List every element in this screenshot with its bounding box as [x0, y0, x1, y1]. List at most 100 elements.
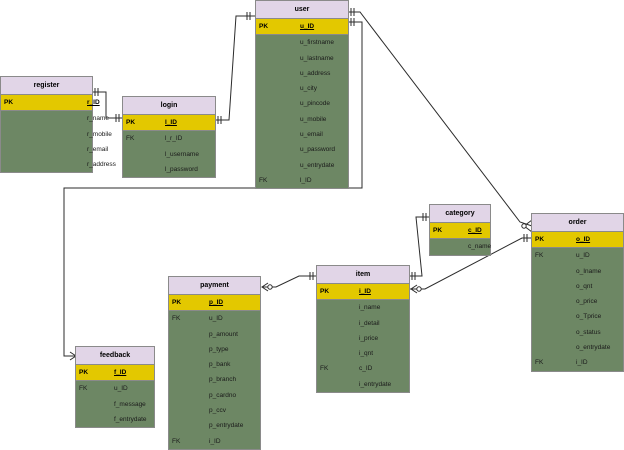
column-name: o_Iname [576, 267, 602, 275]
column-row[interactable]: p_ccv [169, 403, 260, 418]
column-row[interactable]: u_entrydate [256, 158, 348, 173]
column-row[interactable]: u_firstname [256, 35, 348, 50]
column-row[interactable]: o_entrydate [532, 340, 623, 355]
link-register-login-marks [94, 88, 120, 122]
column-row[interactable]: r_address [1, 157, 116, 172]
column-row[interactable]: u_city [256, 81, 348, 96]
column-name: r_name [87, 115, 110, 123]
link-user-feedback [63, 21, 363, 357]
column-row[interactable]: u_address [256, 66, 348, 81]
table-name: order [532, 214, 623, 232]
column-name: p_amount [209, 330, 238, 338]
column-row[interactable]: l_password [123, 162, 215, 177]
column-row[interactable]: c_name [430, 239, 491, 254]
column-row[interactable]: i_name [317, 300, 409, 315]
column-row[interactable]: p_amount [169, 327, 260, 342]
column-name: r_email [87, 145, 109, 153]
key-type: PK [320, 288, 330, 295]
column-name: p_type [209, 345, 229, 353]
column-row[interactable]: u_mobile [256, 112, 348, 127]
column-name: u_mobile [300, 115, 327, 123]
column-row[interactable]: o_qnt [532, 279, 623, 294]
column-row[interactable]: r_email [1, 142, 108, 157]
column-row[interactable]: r_mobile [1, 127, 112, 142]
column-row[interactable]: p_type [169, 342, 260, 357]
column-row[interactable]: u_password [256, 142, 348, 157]
column-name: i_name [359, 304, 381, 312]
column-row[interactable]: p_branch [169, 372, 260, 387]
column-row[interactable]: i_detail [317, 316, 409, 331]
column-name: c_ID [468, 227, 482, 234]
column-row[interactable]: i_qnt [317, 346, 409, 361]
column-name: l_username [165, 150, 199, 158]
column-row[interactable]: i_entrydate [317, 377, 409, 392]
primary-key-row[interactable]: PK c_ID [430, 223, 490, 240]
key-type: PK [79, 369, 89, 376]
link-register-login [92, 91, 124, 119]
column-name: i_qnt [359, 350, 374, 358]
column-row[interactable]: f_entrydate [76, 412, 154, 427]
key-type: PK [259, 23, 269, 30]
column-row[interactable]: p_cardno [169, 388, 260, 403]
column-row[interactable]: u_pincode [256, 96, 348, 111]
key-type: FK [259, 176, 268, 184]
column-name: i_ID [576, 359, 588, 367]
link-login-user [215, 15, 256, 121]
column-row[interactable]: u_email [256, 127, 348, 142]
table-name: register [1, 77, 92, 95]
column-name: u_firstname [300, 39, 334, 47]
column-row[interactable]: o_status [532, 325, 623, 340]
column-name: f_entrydate [114, 415, 147, 423]
column-row[interactable]: o_Tprice [532, 309, 623, 324]
key-type: PK [4, 99, 14, 106]
key-type: PK [433, 227, 443, 234]
key-type: FK [79, 385, 88, 393]
link-item-payment-circle [267, 284, 273, 290]
primary-key-row[interactable]: PK i_ID [317, 284, 409, 301]
column-row[interactable]: i_price [317, 331, 409, 346]
column-row[interactable]: f_message [76, 397, 154, 412]
column-row[interactable]: o_Iname [532, 264, 623, 279]
table-name: item [317, 266, 409, 284]
link-item-order-marks [410, 234, 528, 294]
column-row[interactable]: p_entrydate [169, 418, 260, 433]
table-name: user [256, 1, 348, 19]
column-name: o_Tprice [576, 313, 602, 321]
column-row[interactable]: o_price [532, 294, 623, 309]
column-name: c_ID [359, 365, 373, 373]
link-item-payment-marks [261, 272, 314, 292]
column-row[interactable]: u_lastname [256, 51, 348, 66]
table-name: category [430, 205, 490, 223]
column-row[interactable]: p_bank [169, 357, 260, 372]
column-row[interactable]: l_username [123, 147, 215, 162]
key-type: FK [172, 437, 181, 445]
link-user-order [348, 11, 533, 227]
column-row[interactable]: r_name [1, 111, 109, 126]
table-name: payment [169, 277, 260, 295]
column-name: u_city [300, 85, 317, 93]
column-name: i_ID [359, 288, 371, 295]
column-name: u_password [300, 146, 336, 154]
